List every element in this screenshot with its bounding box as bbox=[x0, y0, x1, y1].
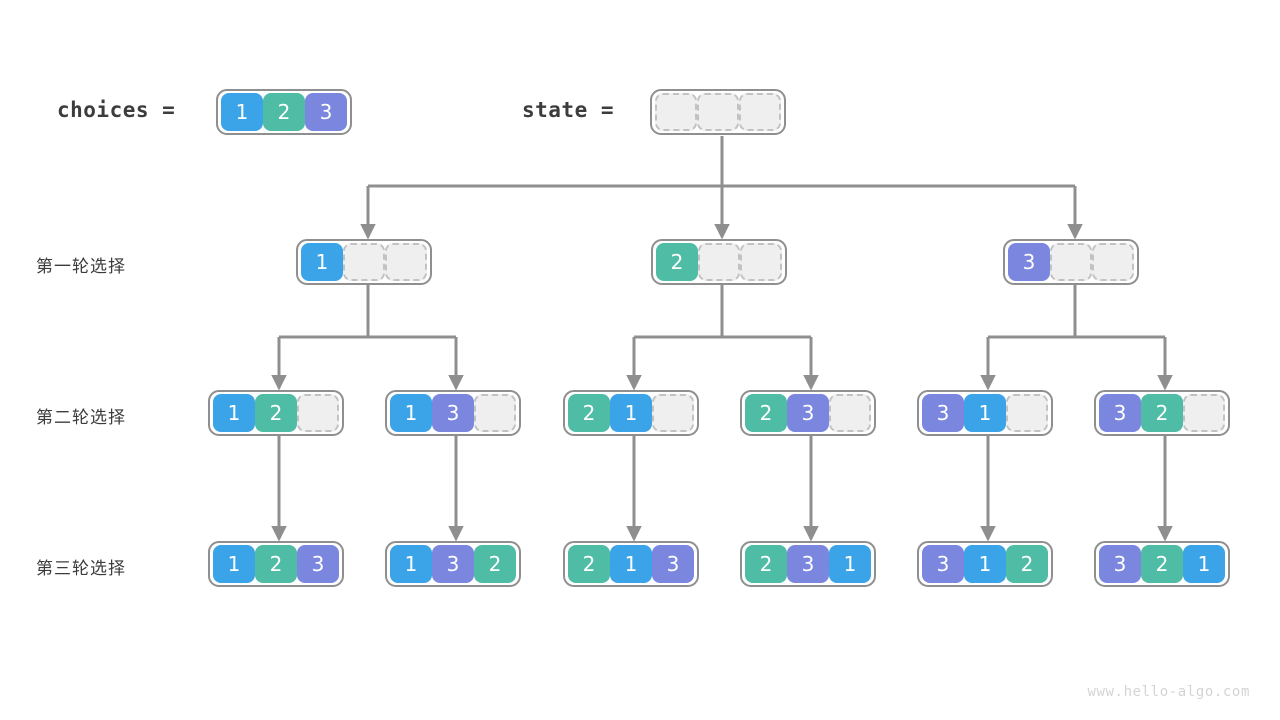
round3-node-3-cell-2: 1 bbox=[829, 545, 871, 583]
round3-node-0-cell-2: 3 bbox=[297, 545, 339, 583]
round1-node-0-cell-2 bbox=[385, 243, 427, 281]
round2-node-3-cell-1: 3 bbox=[787, 394, 829, 432]
state-label: state = bbox=[522, 98, 615, 122]
row-label-round-2: 第二轮选择 bbox=[36, 408, 126, 428]
round3-node-2-cell-2: 3 bbox=[652, 545, 694, 583]
round2-node-4-cell-1: 1 bbox=[964, 394, 1006, 432]
round1-node-0-cell-0: 1 bbox=[301, 243, 343, 281]
round2-node-5-cell-2 bbox=[1183, 394, 1225, 432]
round2-node-0-cell-1: 2 bbox=[255, 394, 297, 432]
state-cell-2 bbox=[739, 93, 781, 131]
round3-node-1-cell-1: 3 bbox=[432, 545, 474, 583]
round2-node-4-cell-2 bbox=[1006, 394, 1048, 432]
round3-node-4-cell-2: 2 bbox=[1006, 545, 1048, 583]
round1-node-1-cell-1 bbox=[698, 243, 740, 281]
round2-node-3-cell-0: 2 bbox=[745, 394, 787, 432]
choices-label: choices = bbox=[57, 98, 176, 122]
round2-node-5-cell-1: 2 bbox=[1141, 394, 1183, 432]
site-watermark: www.hello-algo.com bbox=[1087, 684, 1250, 700]
round2-node-5-cell-0: 3 bbox=[1099, 394, 1141, 432]
round3-node-1-cell-0: 1 bbox=[390, 545, 432, 583]
round1-node-1-cell-2 bbox=[740, 243, 782, 281]
state-cell-1 bbox=[697, 93, 739, 131]
round2-node-1-cell-2 bbox=[474, 394, 516, 432]
round3-node-2-cell-1: 1 bbox=[610, 545, 652, 583]
round3-node-1-cell-2: 2 bbox=[474, 545, 516, 583]
round3-node-5-cell-1: 2 bbox=[1141, 545, 1183, 583]
row-label-round-1: 第一轮选择 bbox=[36, 257, 126, 277]
choices-cell-2: 3 bbox=[305, 93, 347, 131]
round1-node-2-cell-2 bbox=[1092, 243, 1134, 281]
round3-node-3-cell-0: 2 bbox=[745, 545, 787, 583]
round1-node-0: 1 bbox=[296, 239, 432, 285]
round2-node-2-cell-0: 2 bbox=[568, 394, 610, 432]
round2-node-0-cell-2 bbox=[297, 394, 339, 432]
round2-node-1-cell-0: 1 bbox=[390, 394, 432, 432]
state-cell-0 bbox=[655, 93, 697, 131]
round3-node-5-cell-0: 3 bbox=[1099, 545, 1141, 583]
choices-cell-1: 2 bbox=[263, 93, 305, 131]
round2-node-3-cell-2 bbox=[829, 394, 871, 432]
round2-node-1-cell-1: 3 bbox=[432, 394, 474, 432]
row-label-round-3: 第三轮选择 bbox=[36, 559, 126, 579]
round1-node-1: 2 bbox=[651, 239, 787, 285]
round2-node-2-cell-1: 1 bbox=[610, 394, 652, 432]
choices-cell-0: 1 bbox=[221, 93, 263, 131]
round3-node-2-cell-0: 2 bbox=[568, 545, 610, 583]
round2-node-4-cell-0: 3 bbox=[922, 394, 964, 432]
round3-node-4-cell-0: 3 bbox=[922, 545, 964, 583]
round2-node-2-cell-2 bbox=[652, 394, 694, 432]
state-array bbox=[650, 89, 786, 135]
round3-node-0-cell-1: 2 bbox=[255, 545, 297, 583]
round1-node-2-cell-0: 3 bbox=[1008, 243, 1050, 281]
round1-node-1-cell-0: 2 bbox=[656, 243, 698, 281]
round1-node-2-cell-1 bbox=[1050, 243, 1092, 281]
round1-node-0-cell-1 bbox=[343, 243, 385, 281]
round3-node-4-cell-1: 1 bbox=[964, 545, 1006, 583]
round1-node-2: 3 bbox=[1003, 239, 1139, 285]
round2-node-0-cell-0: 1 bbox=[213, 394, 255, 432]
round3-node-5-cell-2: 1 bbox=[1183, 545, 1225, 583]
round3-node-0-cell-0: 1 bbox=[213, 545, 255, 583]
round3-node-3-cell-1: 3 bbox=[787, 545, 829, 583]
